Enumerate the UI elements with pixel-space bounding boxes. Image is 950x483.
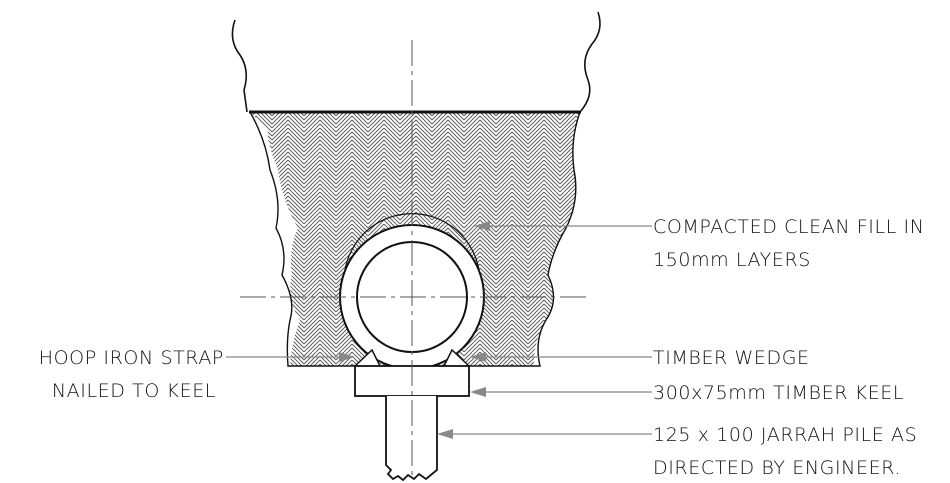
fill-zone-outline [249, 111, 581, 367]
label-hoop-iron-strap-line1: HOOP IRON STRAP [39, 347, 224, 369]
centre-lines [240, 40, 586, 480]
label-jarrah-pile-line2: DIRECTED BY ENGINEER. [653, 457, 901, 479]
label-timber-wedge: TIMBER WEDGE [653, 347, 810, 369]
label-hoop-iron-strap-line2: NAILED TO KEEL [52, 380, 216, 402]
label-compacted-fill-line1: COMPACTED CLEAN FILL IN [653, 216, 925, 238]
trench-wall-left-upper [231, 19, 248, 113]
leader-lines [226, 225, 652, 435]
timber-wedge-right [443, 348, 470, 367]
label-jarrah-pile-line1: 125 x 100 JARRAH PILE AS [653, 424, 917, 446]
label-timber-keel: 300x75mm TIMBER KEEL [653, 382, 904, 404]
label-compacted-fill-line2: 150mm LAYERS [653, 249, 811, 271]
timber-wedge-left [354, 348, 381, 367]
trench-wall-right-upper [579, 11, 601, 113]
jarrah-pile [385, 396, 438, 482]
leader-arrowheads [339, 221, 490, 439]
